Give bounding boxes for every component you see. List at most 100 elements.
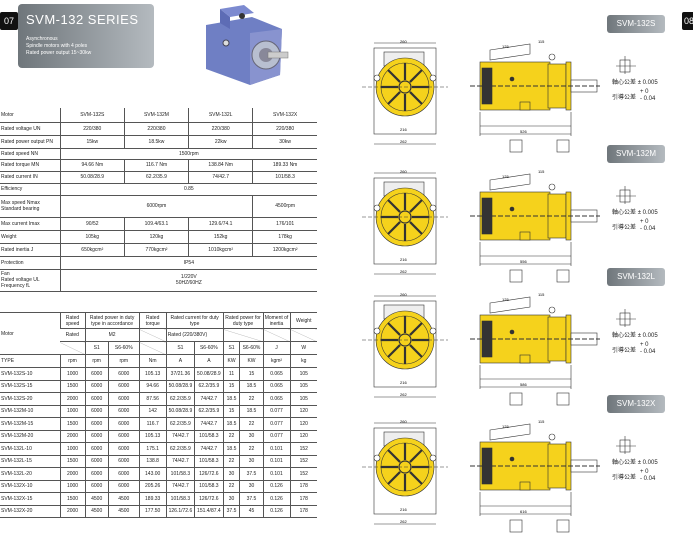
subtitle-line: Asynchronous	[26, 36, 58, 42]
diagonal-cell	[289, 328, 317, 342]
dimension-drawing: 260 216 262 125 115 616	[362, 420, 600, 533]
value-cell: 126/72.6	[194, 467, 224, 481]
value-cell: 6000	[84, 417, 109, 431]
axis-tolerance-value: ± 0.005	[637, 80, 658, 86]
dim-label: 260	[400, 293, 407, 297]
front-view	[362, 42, 448, 145]
value-cell: 1000	[59, 367, 85, 381]
spec-cell: 18.5kw	[123, 135, 189, 149]
axis-tolerance-label: 軸心公差	[612, 460, 637, 466]
dim-label: 556	[520, 259, 527, 264]
value-cell: 105	[289, 367, 317, 381]
value-cell: 22	[239, 417, 263, 431]
value-cell: 175.1	[138, 442, 167, 456]
value-cell: 1500	[59, 417, 85, 431]
spec-cell: 1200kgcm²	[252, 243, 317, 257]
value-cell: 2000	[59, 467, 85, 481]
guide-tolerance-label: 引導公差	[612, 224, 637, 231]
dim-label: 125	[502, 44, 509, 49]
spec-cell: 189.33 Nm	[252, 159, 317, 172]
guide-plus: + 0	[640, 219, 649, 225]
value-cell: 37.5	[239, 492, 263, 506]
spec-cell: 220/380	[252, 122, 317, 136]
spec-cell: 74/42.7	[188, 171, 253, 184]
guide-plus: + 0	[640, 469, 649, 475]
value-cell: 126.1/72.6	[165, 504, 195, 518]
value-cell: 87.56	[138, 392, 167, 406]
side-view	[470, 296, 600, 406]
value-cell: 152	[289, 467, 317, 481]
subtitle-line: Rated power output 15~30kw	[26, 50, 92, 56]
model-tab: SVM-132S	[607, 15, 665, 33]
unit-cell: KW	[222, 354, 240, 368]
value-cell: 142	[138, 404, 167, 418]
value-cell: 178	[289, 479, 317, 493]
value-cell: 6000	[107, 417, 140, 431]
value-cell: 6000	[84, 404, 109, 418]
value-cell: 101/58.3	[194, 429, 224, 443]
dim-label: 125	[502, 424, 509, 429]
motor-header: Motor	[0, 312, 60, 355]
spec-label: Weight	[0, 230, 61, 244]
diagonal-cell	[222, 328, 263, 342]
spec-cell: 0.85	[59, 183, 317, 196]
value-cell: 101/58.3	[165, 467, 195, 481]
dim-label: 216	[400, 507, 407, 512]
value-cell: 6000	[84, 367, 109, 381]
dim-label: 616	[520, 509, 527, 514]
value-cell: 0.126	[262, 504, 290, 518]
dim-label: 262	[400, 519, 407, 524]
value-cell: 0.077	[262, 417, 290, 431]
tolerance-block: 軸心公差 ± 0.005 引導公差+ 0- 0.04	[612, 308, 658, 359]
sub-header: W	[289, 341, 317, 355]
value-cell: 30	[239, 454, 263, 468]
dim-label: 260	[400, 40, 407, 44]
spec-cell: 50.08/28.9	[59, 171, 125, 184]
value-cell: 45	[239, 504, 263, 518]
value-cell: 4500	[107, 492, 140, 506]
value-cell: 11	[222, 367, 240, 381]
value-cell: 74/42.7	[165, 454, 195, 468]
value-cell: 30	[239, 429, 263, 443]
spec-cell: 62.2/35.9	[123, 171, 189, 184]
spec-cell: 4500rpm	[252, 195, 317, 218]
model-cell: SVM-132L-15	[0, 454, 60, 468]
value-cell: 18.5	[239, 379, 263, 393]
model-cell: SVM-132M-15	[0, 417, 60, 431]
dim-label: 115	[538, 40, 545, 44]
dimension-drawing: 260 216 262 125 115 556	[362, 170, 600, 283]
value-cell: 4500	[107, 504, 140, 518]
value-cell: 101/58.3	[194, 479, 224, 493]
dim-label: 260	[400, 420, 407, 424]
spec-cell: 220/380	[188, 122, 253, 136]
model-cell: SVM-132X-15	[0, 492, 60, 506]
model-cell: SVM-132L-20	[0, 467, 60, 481]
guide-tolerance-label: 引導公差	[612, 347, 637, 354]
dim-label: 262	[400, 139, 407, 144]
value-cell: 105	[289, 379, 317, 393]
value-cell: 22	[239, 392, 263, 406]
value-cell: 1000	[59, 404, 85, 418]
spec-cell: 1500rpm	[59, 148, 317, 160]
spec-cell: 770kgcm²	[123, 243, 189, 257]
value-cell: 37.5	[222, 504, 240, 518]
value-cell: 62.2/35.9	[194, 404, 224, 418]
value-cell: 177.50	[138, 504, 167, 518]
axis-tolerance-value: ± 0.005	[637, 210, 658, 216]
subtitle-line: Spindle motors with 4 poles	[26, 43, 88, 49]
value-cell: 0.077	[262, 404, 290, 418]
spec-cell: 220/380	[59, 122, 125, 136]
col-header: Moment of inertia	[262, 312, 290, 329]
value-cell: 6000	[107, 479, 140, 493]
sub-header: S6-60%	[194, 341, 224, 355]
value-cell: 94.66	[138, 379, 167, 393]
value-cell: 30	[239, 479, 263, 493]
guide-minus: - 0.04	[640, 476, 656, 482]
